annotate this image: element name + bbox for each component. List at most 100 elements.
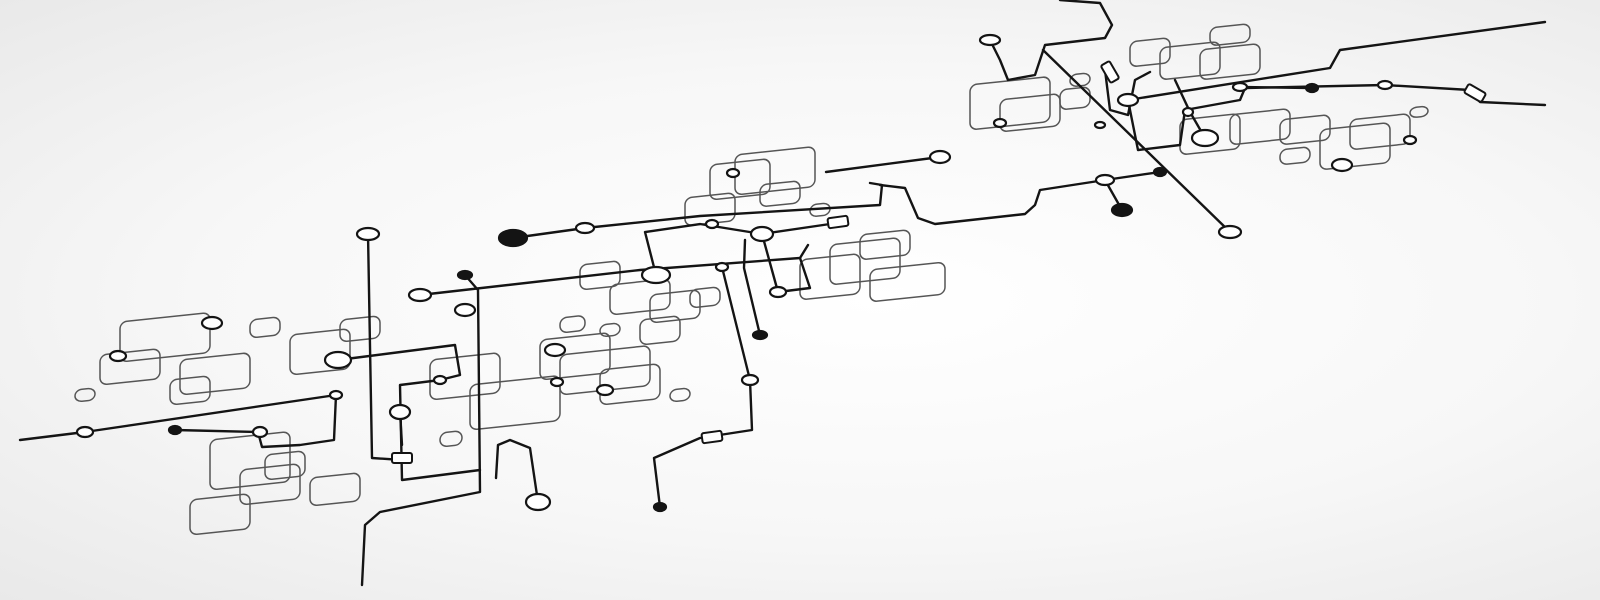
hollow-node — [595, 383, 615, 397]
rounded-box — [309, 472, 361, 507]
hollow-node — [323, 350, 353, 370]
wire — [824, 155, 942, 174]
filled-node — [751, 329, 769, 341]
rounded-box — [869, 261, 946, 302]
rounded-box — [209, 431, 291, 491]
rounded-box — [1409, 105, 1429, 118]
hollow-node — [928, 149, 952, 165]
hollow-node — [388, 403, 412, 421]
hollow-node — [725, 167, 741, 179]
wire — [1126, 20, 1547, 102]
filled-node — [1152, 166, 1168, 178]
filled-node — [497, 228, 529, 248]
hollow-node — [1402, 134, 1418, 146]
filled-node — [456, 269, 474, 281]
wire — [494, 438, 540, 504]
hollow-node — [524, 492, 552, 512]
rounded-box — [734, 146, 816, 195]
wire — [1103, 68, 1152, 117]
rounded-box — [1229, 108, 1291, 145]
rounded-box — [759, 180, 801, 207]
rounded-box — [179, 352, 251, 396]
hollow-node — [740, 373, 760, 387]
rounded-box — [539, 332, 611, 381]
rounded-box — [639, 315, 681, 345]
hollow-node — [355, 226, 381, 242]
rounded-box — [439, 430, 463, 448]
hollow-node — [1376, 79, 1394, 91]
rounded-box — [289, 328, 351, 376]
hollow-node — [992, 117, 1008, 129]
rounded-box — [169, 375, 211, 406]
wire — [1238, 85, 1314, 90]
hollow-node — [768, 285, 788, 299]
rounded-box — [1129, 37, 1171, 67]
rounded-box — [599, 322, 621, 338]
hollow-node — [108, 349, 128, 363]
wire — [173, 393, 338, 449]
hollow-node — [1116, 92, 1140, 108]
wire — [643, 222, 832, 277]
hollow-node — [1181, 106, 1195, 118]
filled-node — [1110, 202, 1134, 218]
rounded-box — [264, 450, 306, 481]
hollow-node — [574, 221, 596, 235]
rounded-box — [99, 348, 161, 386]
rounded-box — [609, 278, 671, 315]
wire — [878, 170, 1162, 226]
hollow-node — [714, 261, 730, 273]
hollow-node — [407, 287, 433, 303]
wire — [760, 232, 812, 294]
hollow-node — [1190, 128, 1220, 148]
hollow-node — [1217, 224, 1243, 240]
hollow-node — [328, 389, 344, 401]
rounded-box — [1319, 122, 1391, 170]
hollow-node — [251, 425, 269, 439]
rounded-box — [339, 315, 381, 343]
wire — [652, 265, 754, 509]
hollow-node — [1093, 120, 1107, 130]
rounded-box — [429, 352, 501, 401]
resistor-component — [1100, 60, 1120, 84]
hollow-node — [640, 265, 672, 285]
rounded-box — [469, 375, 561, 431]
rounded-box — [969, 76, 1051, 130]
rounded-box — [74, 387, 96, 403]
rounded-box — [119, 312, 211, 363]
hollow-node — [549, 376, 565, 388]
hollow-node — [704, 218, 720, 230]
circuit-nodes — [75, 33, 1487, 513]
resistor-component — [1463, 83, 1487, 103]
rounded-box — [669, 387, 691, 402]
rounded-box — [999, 93, 1061, 132]
hollow-node — [75, 425, 95, 439]
hollow-node — [543, 342, 567, 358]
hollow-node — [1330, 157, 1354, 173]
wire — [742, 238, 762, 337]
wire — [360, 273, 482, 587]
rounded-box — [1199, 43, 1261, 80]
rounded-box — [689, 286, 721, 308]
rounded-box — [859, 229, 911, 260]
hollow-node — [200, 315, 224, 331]
resistor-component — [826, 214, 850, 230]
rounded-box — [1349, 113, 1411, 150]
rounded-box — [239, 463, 301, 506]
rounded-box — [1159, 41, 1221, 80]
wire — [366, 232, 404, 462]
hollow-node — [1231, 81, 1249, 93]
filled-node — [167, 424, 183, 436]
resistor-component — [700, 429, 724, 445]
rounded-box — [709, 158, 771, 200]
filled-node — [1304, 82, 1320, 94]
rounded-box — [1279, 146, 1311, 165]
rounded-box — [189, 493, 251, 536]
wire — [511, 181, 884, 240]
rounded-box — [649, 289, 701, 323]
rounded-box — [559, 315, 586, 333]
hollow-node — [453, 302, 477, 318]
hollow-node — [432, 374, 448, 386]
rounded-box — [1209, 23, 1251, 46]
rounded-box — [249, 316, 281, 339]
